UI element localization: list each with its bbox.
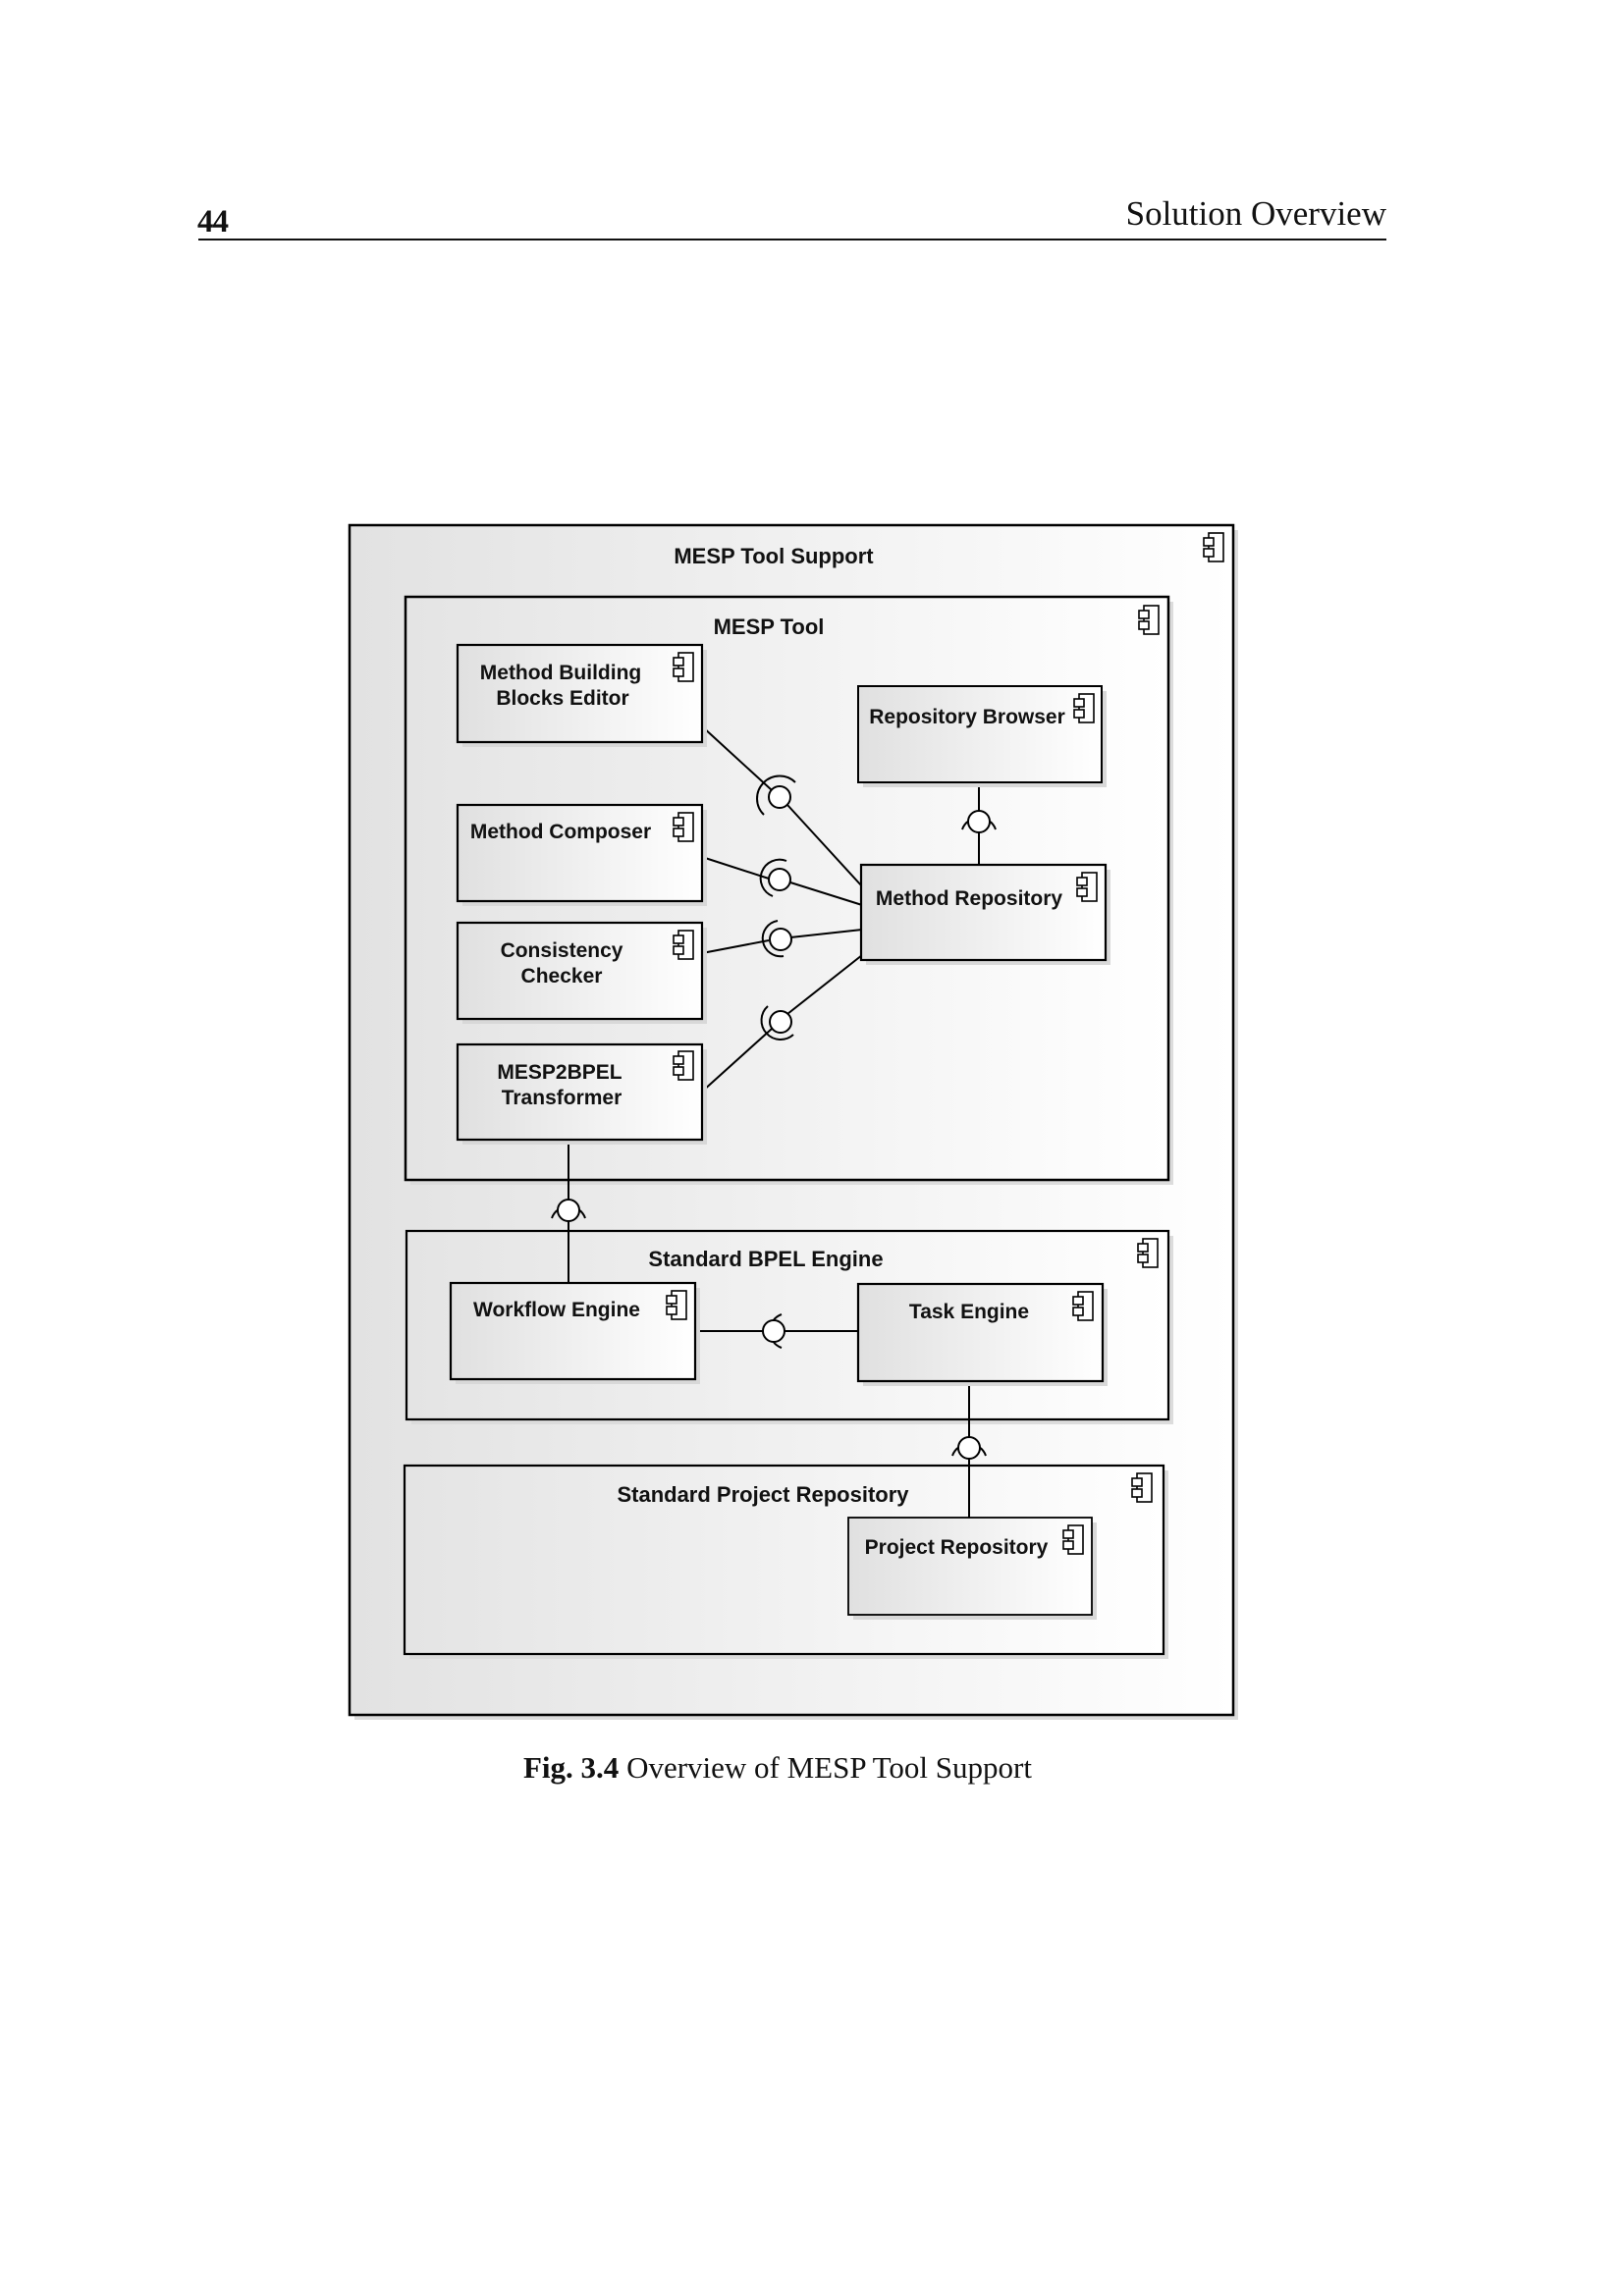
connector-line <box>789 881 863 906</box>
component-method-composer[interactable]: Method Composer <box>456 803 707 906</box>
component-box[interactable] <box>857 685 1103 783</box>
page-number: 44 <box>197 204 229 240</box>
component-label-line: Project Repository <box>865 1536 1049 1559</box>
socket-icon <box>760 1005 794 1041</box>
interface-ball-socket <box>961 810 997 833</box>
running-title: Solution Overview <box>1125 194 1386 233</box>
interface-ball-socket <box>761 920 792 958</box>
subsystem-label: Standard Project Repository <box>617 1482 909 1507</box>
figure-label: Fig. 3.4 <box>523 1750 620 1785</box>
component-method-repository[interactable]: Method Repository <box>859 863 1110 965</box>
component-box[interactable] <box>456 921 704 1021</box>
ball-icon <box>957 1436 981 1460</box>
connector-line <box>701 725 773 791</box>
connector-line <box>701 856 770 880</box>
interface-ball-socket <box>756 774 796 816</box>
component-box[interactable] <box>456 643 704 744</box>
ball-icon <box>769 928 792 951</box>
component-consistency-checker[interactable]: Consistency Checker <box>456 921 707 1024</box>
component-workflow-engine[interactable]: Workflow Engine <box>449 1281 700 1384</box>
subsystem-standard-project-repository: Standard Project Repository <box>403 1464 1168 1659</box>
connector-line <box>786 954 863 1015</box>
component-label-line: Checker <box>521 965 603 988</box>
component-label-line: Task Engine <box>909 1301 1029 1323</box>
component-project-repository[interactable]: Project Repository <box>847 1517 1097 1620</box>
component-label-line: Method Repository <box>876 887 1062 910</box>
connectors <box>568 725 980 1518</box>
interface-ball-socket <box>760 1005 794 1041</box>
component-box[interactable] <box>856 1282 1105 1383</box>
component-label-line: Workflow Engine <box>473 1299 640 1321</box>
ball-icon <box>762 1319 785 1343</box>
ball-icon <box>768 785 791 809</box>
component-box[interactable] <box>456 803 704 903</box>
component-box[interactable] <box>847 1517 1093 1616</box>
component-box[interactable] <box>449 1281 697 1381</box>
interface-ball-socket <box>951 1436 987 1460</box>
component-label-line: Blocks Editor <box>496 687 628 710</box>
subsystem-label: MESP Tool <box>714 614 825 639</box>
component-label-line: Method Building <box>480 662 641 684</box>
component-label-line: MESP2BPEL <box>497 1061 622 1084</box>
interfaces <box>551 774 997 1460</box>
figure-caption-text: Overview of MESP Tool Support <box>626 1750 1032 1785</box>
socket-icon <box>756 774 796 816</box>
ball-icon <box>769 1010 792 1034</box>
component-mesp2bpel-transformer[interactable]: MESP2BPEL Transformer <box>456 1042 707 1145</box>
socket-icon <box>761 920 785 958</box>
component-label-line: Consistency <box>501 939 623 962</box>
ball-icon <box>768 868 791 891</box>
component-label-line: Repository Browser <box>869 706 1065 728</box>
connector-line <box>701 939 770 954</box>
connector-line <box>786 804 863 887</box>
interface-ball-socket <box>551 1199 586 1222</box>
socket-icon <box>759 858 787 897</box>
ball-icon <box>557 1199 580 1222</box>
interface-ball-socket <box>759 858 791 897</box>
component-repository-browser[interactable]: Repository Browser <box>857 685 1107 787</box>
container-label: MESP Tool Support <box>674 544 874 568</box>
component-box[interactable] <box>456 1042 704 1142</box>
connector-line <box>701 1028 773 1093</box>
figure-caption: Fig. 3.4 Overview of MESP Tool Support <box>523 1750 1073 1786</box>
component-label-line: Method Composer <box>470 821 651 843</box>
header-rule <box>198 239 1386 240</box>
component-box[interactable] <box>859 863 1108 962</box>
subsystem-label: Standard BPEL Engine <box>648 1247 883 1271</box>
ball-icon <box>967 810 991 833</box>
component-label-line: Transformer <box>502 1087 623 1109</box>
connector-line <box>789 929 863 938</box>
component-method-building-blocks-editor[interactable]: Method Building Blocks Editor <box>456 643 707 747</box>
component-task-engine[interactable]: Task Engine <box>856 1282 1108 1386</box>
interface-ball-socket <box>762 1313 785 1349</box>
